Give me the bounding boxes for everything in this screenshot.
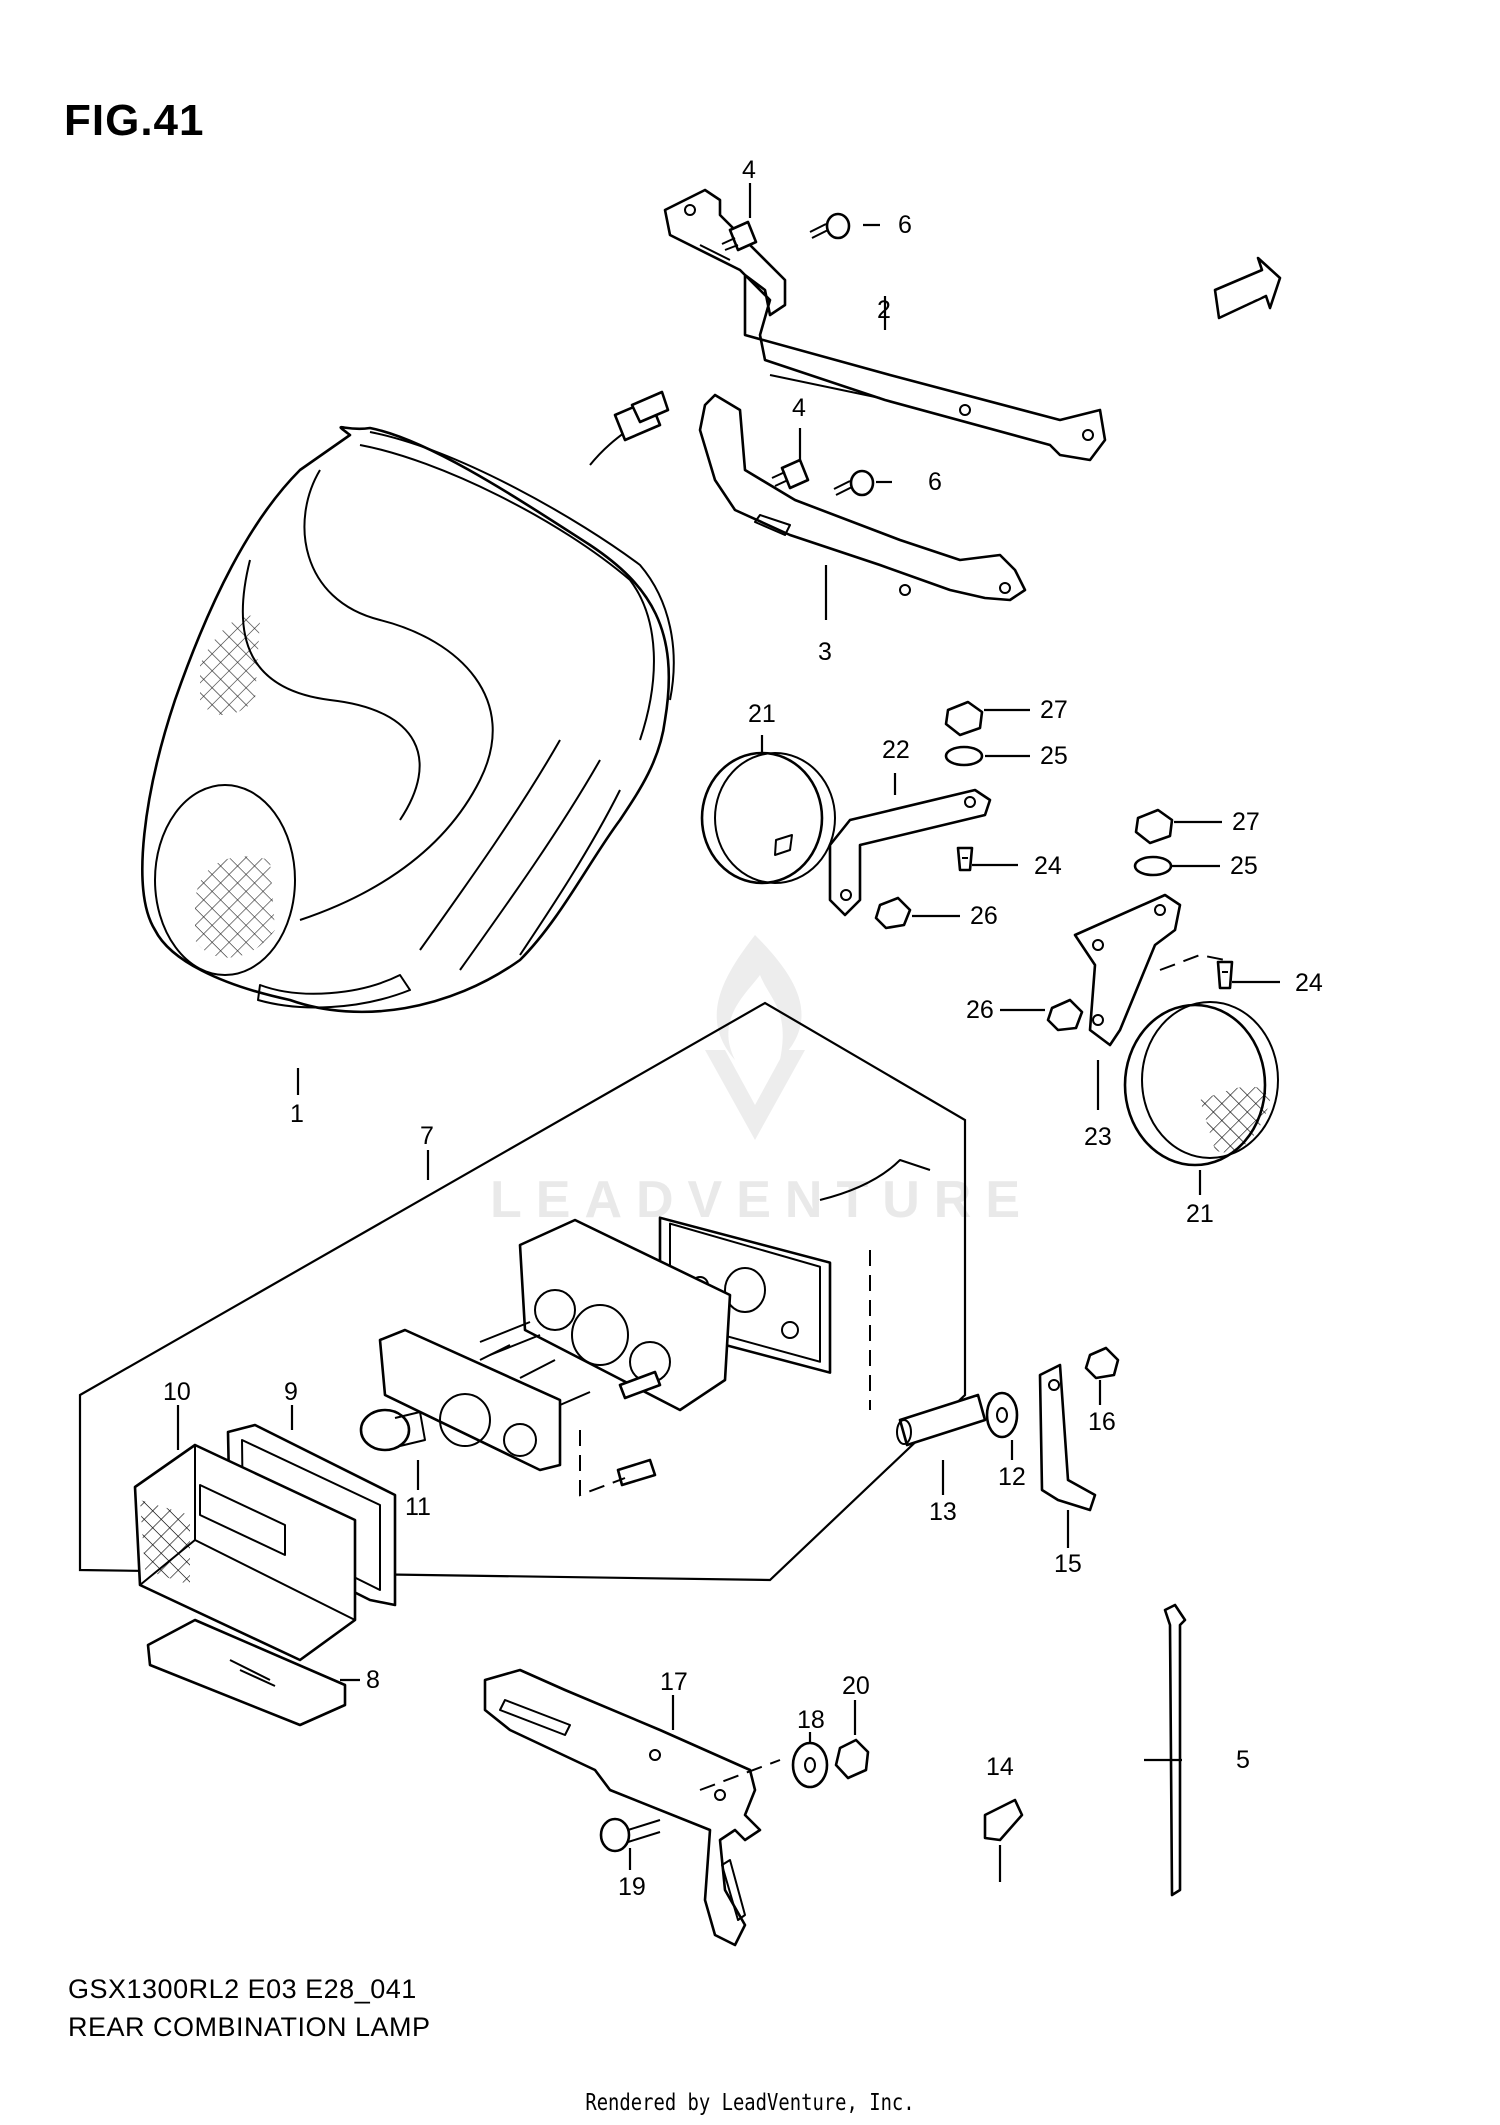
part-3-lower-bracket [698,393,1027,602]
watermark-logo: LEADVENTURE [490,1171,1035,1229]
part-6-screw-lower [833,469,875,497]
callout-6-lower: 6 [928,468,942,496]
part-26-nut-left [874,896,912,930]
callout-4-upper: 4 [742,156,756,184]
part-11-bulb [359,1408,426,1452]
part-17-license-bracket [483,1668,762,1947]
callout-2: 2 [877,296,891,324]
callout-4-lower: 4 [792,394,806,422]
callout-11: 11 [405,1493,431,1521]
part-18-washer [791,1741,829,1789]
callout-23: 23 [1084,1123,1112,1151]
lamp-bulb-holder [378,1328,591,1472]
callout-18: 18 [797,1706,825,1734]
part-5-cable-tie [1163,1603,1187,1897]
callout-10: 10 [163,1378,191,1406]
callout-14: 14 [986,1753,1014,1781]
part-7-lamp-assembly-outline [78,1001,967,1582]
callout-25-right: 25 [1230,852,1258,880]
part-4-bolt-lower [771,458,810,490]
diagram-caption: REAR COMBINATION LAMP [68,2012,431,2042]
model-code: GSX1300RL2 E03 E28_041 [68,1974,417,2004]
callout-21-left: 21 [748,700,776,728]
part-25-washer-right [1133,855,1173,877]
callout-16: 16 [1088,1408,1116,1436]
callout-24-left: 24 [1034,852,1062,880]
part-20-nut [834,1738,870,1780]
callout-1: 1 [290,1100,304,1128]
callout-5: 5 [1236,1746,1250,1774]
callout-12: 12 [998,1463,1026,1491]
part-26-nut-right [1046,998,1084,1032]
callout-27-right: 27 [1232,808,1260,836]
part-13-collar [896,1393,987,1447]
part-10-license-lamp-lens [133,1443,357,1662]
part-2-upper-bracket [663,188,1107,462]
callout-leader-lines [176,183,1280,1882]
callout-8: 8 [366,1666,380,1694]
part-24-screw-right [1216,960,1234,990]
callout-9: 9 [284,1378,298,1406]
callout-20: 20 [842,1672,870,1700]
part-12-washer [985,1391,1019,1439]
part-15-clamp [1038,1363,1097,1512]
part-27-nut-right [1134,808,1174,845]
part-19-bolt [599,1817,661,1853]
callout-6-upper: 6 [898,211,912,239]
callout-7: 7 [420,1122,434,1150]
callout-22: 22 [882,736,910,764]
part-23-stay-right [1073,893,1182,1047]
forward-arrow-icon: FWD [1213,256,1282,320]
part-6-screw-upper [809,212,851,240]
part-25-washer-left [944,745,984,767]
part-4-bolt-upper [721,220,758,252]
callout-21-right: 21 [1186,1200,1214,1228]
callout-27-left: 27 [1040,696,1068,724]
part-22-stay-left [828,788,992,917]
callout-15: 15 [1054,1550,1082,1578]
callout-25-left: 25 [1040,742,1068,770]
lamp-socket-plate [518,1218,732,1412]
part-27-nut-left [944,700,984,737]
part-21-reflector-left [700,751,836,885]
part-24-screw-left [956,846,974,872]
part-14-clip [983,1798,1024,1842]
callout-26-left: 26 [970,902,998,930]
callout-24-right: 24 [1295,969,1323,997]
callout-13: 13 [929,1498,957,1526]
watermark-flame-icon [705,935,805,1140]
callout-26-right: 26 [966,996,994,1024]
part-1-tail-lamp-housing [141,390,675,1014]
callout-19: 19 [618,1873,646,1901]
callout-3: 3 [818,638,832,666]
part-8-lens-plate [146,1618,347,1727]
render-credit: Rendered by LeadVenture, Inc. [585,2090,915,2116]
part-16-nut [1084,1346,1120,1380]
callout-17: 17 [660,1668,688,1696]
figure-title: FIG.41 [64,96,205,145]
lamp-mount-screws [479,1321,662,1487]
part-21-reflector-right [1123,1001,1279,1167]
